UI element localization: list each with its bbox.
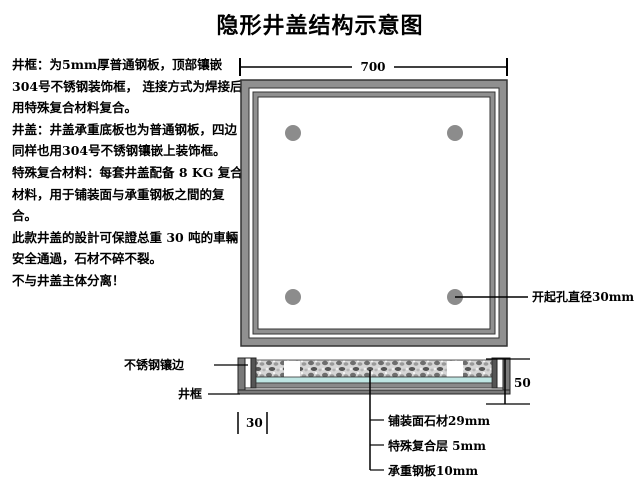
steel-plate-layer	[255, 382, 493, 389]
frame-width-label: 30	[246, 416, 263, 430]
note-warning: 不与井盖主体分离！	[12, 272, 125, 288]
steel-plate-label: 承重钢板10mm	[388, 463, 478, 478]
stone-gap	[284, 361, 300, 377]
section-frame-bottom	[237, 389, 511, 395]
lift-hole	[447, 125, 463, 141]
section-trim-right	[496, 357, 504, 389]
description-notes: 井框：为5mm厚普通钢板，顶部镶嵌304号不锈钢装饰框， 连接方式为焊接后用特殊…	[12, 54, 244, 292]
height-dimension	[486, 358, 530, 405]
stainless-trim-label: 不锈钢镶边	[124, 357, 185, 372]
note-composite: 特殊复合材料：每套井盖配备 8 KG 复合材料，用于铺装面与承重钢板之間的复合。	[12, 164, 243, 224]
composite-layer-label: 特殊复合层 5mm	[388, 438, 486, 453]
composite-layer	[255, 376, 493, 384]
height-dimension-label: 50	[514, 376, 531, 390]
section-trim-left-inner	[250, 357, 257, 389]
well-frame-label: 井框	[178, 386, 202, 401]
page-title: 隐形井盖结构示意图	[216, 14, 424, 39]
layer-leaders	[369, 370, 384, 471]
paving-stone-label: 铺装面石材29mm	[388, 413, 490, 428]
frame-width-dimension	[237, 412, 268, 434]
section-trim-right-inner	[491, 357, 498, 389]
section-trim-left	[244, 357, 252, 389]
stone-gap	[447, 361, 463, 377]
width-dimension: 700	[239, 58, 508, 76]
plan-view	[240, 79, 528, 347]
cross-section	[237, 357, 511, 395]
note-cover: 井盖：井盖承重底板也为普通钢板，四边同样也用304号不锈钢镶嵌上装饰框。	[12, 121, 238, 159]
section-frame-left	[237, 357, 246, 395]
note-load: 此款井盖的設計可保證总重 30 吨的車輛安全通過，石材不碎不裂。	[12, 229, 239, 267]
note-frame: 井框：为5mm厚普通钢板，顶部镶嵌304号不锈钢装饰框， 连接方式为焊接后用特殊…	[12, 57, 243, 116]
lift-hole-label: 开起孔直径30mm	[532, 289, 634, 304]
section-frame-right	[502, 357, 511, 395]
lift-hole	[285, 289, 301, 305]
lift-hole	[285, 125, 301, 141]
width-dimension-label: 700	[360, 60, 385, 74]
